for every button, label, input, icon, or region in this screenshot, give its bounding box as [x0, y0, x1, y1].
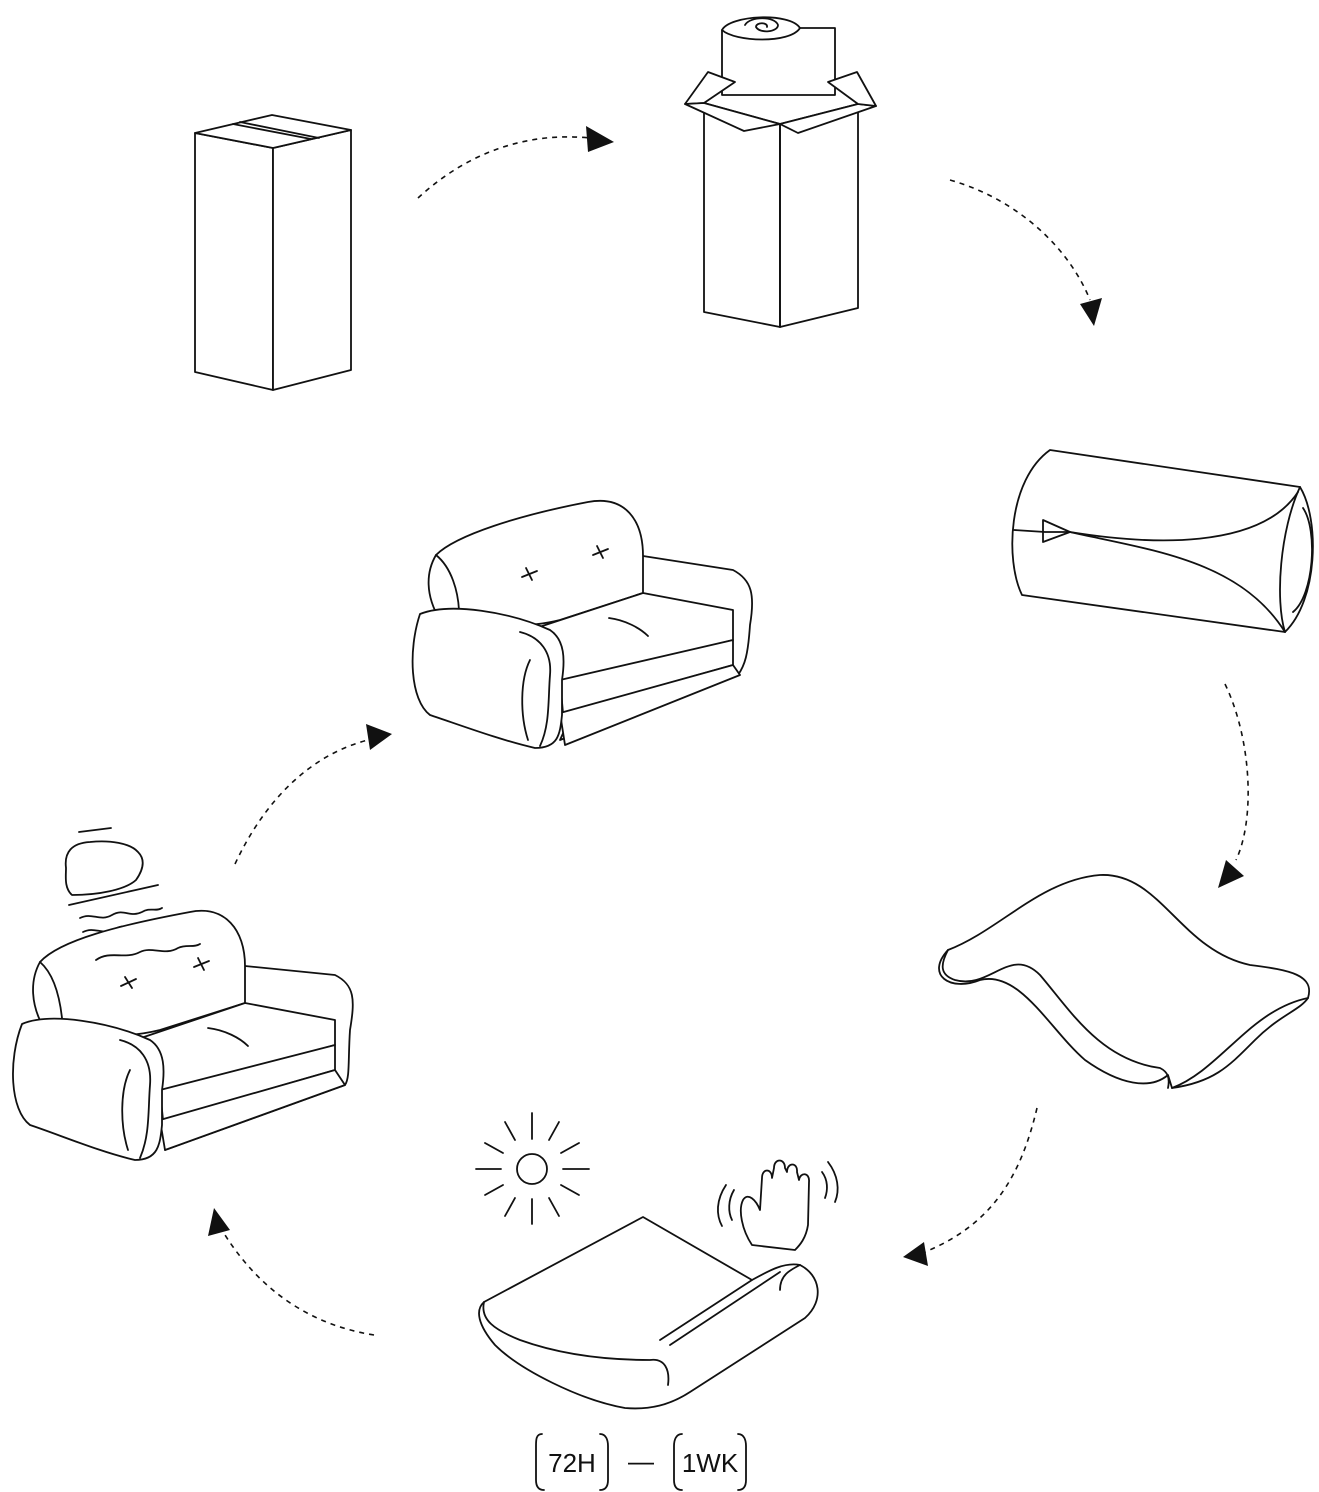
- unrolled-cushion-icon: [938, 874, 1311, 1089]
- opened-box-with-roll-icon: [684, 16, 877, 328]
- sun-icon: [475, 1112, 590, 1225]
- iron-icon: [64, 827, 159, 906]
- flow-arrow-2: [949, 179, 1102, 326]
- timing-max-label: 1WK: [682, 1448, 739, 1478]
- timing-separator: —: [628, 1446, 654, 1476]
- vacuum-wrapped-roll-icon: [1011, 449, 1314, 633]
- finished-sofa-icon: [411, 499, 753, 749]
- unfolding-cushion-icon: [478, 1216, 819, 1410]
- flow-arrow-6: [234, 724, 392, 865]
- closed-box-icon: [194, 114, 352, 391]
- timing-max-badge: 1WK: [673, 1433, 747, 1491]
- hand-icon: [717, 1159, 839, 1251]
- timing-range: 72H — 1WK: [535, 1433, 747, 1491]
- flow-arrow-4: [903, 1107, 1038, 1266]
- flow-arrow-5: [208, 1208, 375, 1336]
- flow-arrow-3: [1218, 683, 1249, 888]
- sofa-with-iron-icon: [12, 827, 354, 1161]
- timing-min-label: 72H: [548, 1448, 596, 1478]
- flow-arrow-1: [417, 126, 614, 199]
- timing-min-badge: 72H: [535, 1433, 609, 1491]
